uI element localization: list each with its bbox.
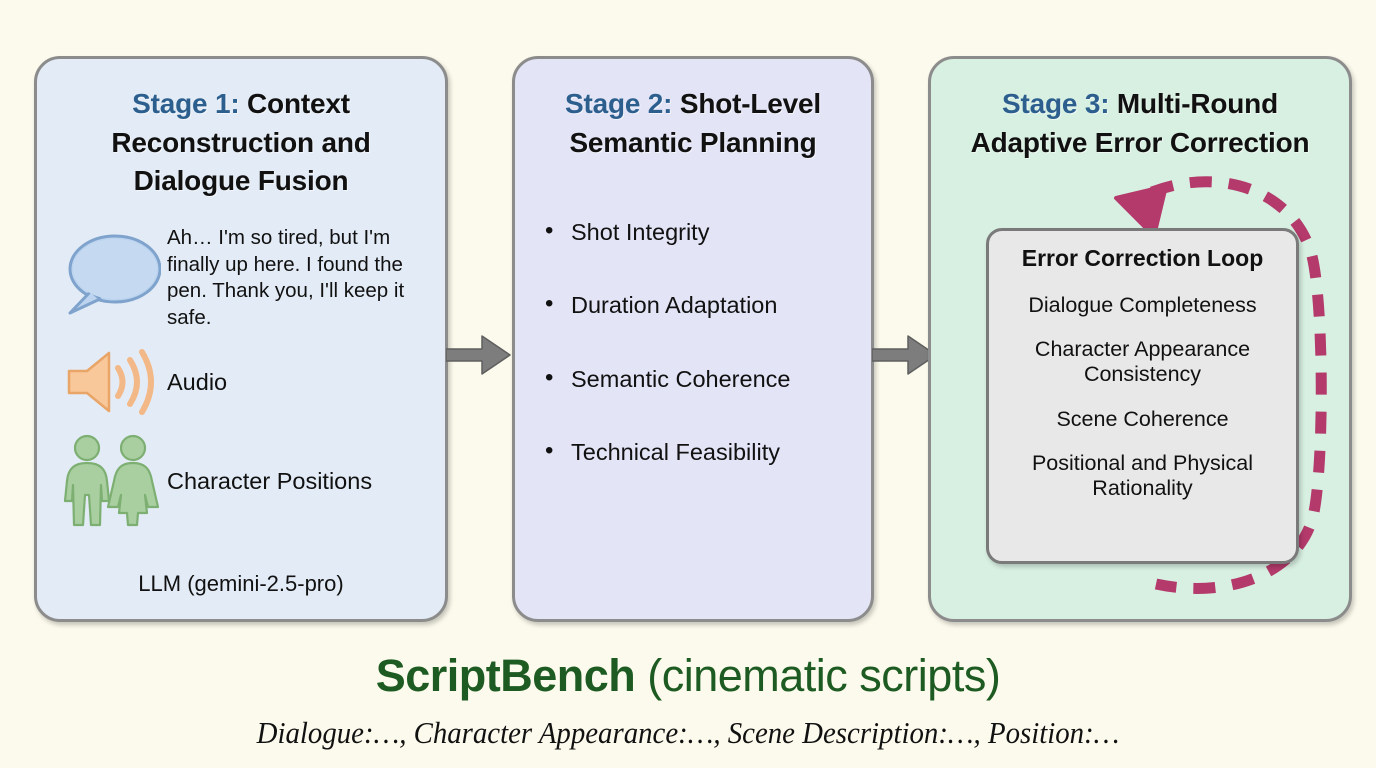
stage-1-audio-row: Audio	[55, 347, 431, 417]
loop-item-positional-physical-rationality: Positional and Physical Rationality	[1031, 451, 1254, 501]
benchmark-field-list: Dialogue:…, Character Appearance:…, Scen…	[256, 715, 1120, 750]
stage-1-title-text: Context Reconstruction and Dialogue Fusi…	[111, 88, 371, 197]
loop-item-scene-coherence: Scene Coherence	[1056, 406, 1229, 431]
stage-1-llm-label: LLM (gemini-2.5-pro)	[138, 571, 344, 596]
stage-2-bullet-duration-adaptation: Duration Adaptation	[543, 290, 855, 319]
loop-box-title: Error Correction Loop	[1021, 245, 1264, 271]
stage-2-bullet-technical-feasibility: Technical Feasibility	[543, 437, 855, 466]
stage-2-title: Stage 2: Shot-Level Semantic Planning	[533, 85, 853, 162]
stage-2-bullet-list: Shot Integrity Duration Adaptation Seman…	[515, 217, 871, 466]
stage-1-audio-label: Audio	[167, 369, 228, 396]
stage-2-panel: Stage 2: Shot-Level Semantic Planning Sh…	[512, 56, 874, 622]
stage-2-title-text: Shot-Level Semantic Planning	[569, 88, 822, 158]
stage-1-character-label: Character Positions	[167, 468, 373, 495]
benchmark-title: ScriptBench (cinematic scripts)	[0, 650, 1376, 702]
stage-3-title-text: Multi-Round Adaptive Error Correction	[970, 88, 1310, 158]
stage-1-dialogue-row: Ah… I'm so tired, but I'm finally up her…	[55, 225, 431, 332]
stage-1-rows: Ah… I'm so tired, but I'm finally up her…	[37, 225, 445, 530]
two-people-icon	[55, 433, 167, 529]
stage-1-title: Stage 1: Context Reconstruction and Dial…	[59, 85, 423, 201]
stage-2-bullet-semantic-coherence: Semantic Coherence	[543, 364, 855, 393]
stage-2-kicker: Stage 2:	[564, 88, 673, 119]
stage-1-kicker: Stage 1:	[132, 88, 240, 119]
benchmark-name: ScriptBench	[375, 650, 636, 701]
stage-3-kicker: Stage 3:	[1002, 88, 1110, 119]
speech-bubble-icon	[55, 225, 167, 321]
stage-3-title: Stage 3: Multi-Round Adaptive Error Corr…	[945, 85, 1335, 162]
stage-2-bullet-shot-integrity: Shot Integrity	[543, 217, 855, 246]
stage-1-panel: Stage 1: Context Reconstruction and Dial…	[34, 56, 448, 622]
stage-1-character-row: Character Positions	[55, 433, 431, 529]
benchmark-subtitle-parenthetical: (cinematic scripts)	[635, 650, 1001, 701]
loop-item-dialogue-completeness: Dialogue Completeness	[1028, 292, 1257, 317]
flow-arrow-stage1-to-stage2	[445, 332, 512, 378]
flow-arrow-stage2-to-stage3	[871, 332, 938, 378]
stage-1-dialogue-text: Ah… I'm so tired, but I'm finally up her…	[167, 225, 405, 329]
error-correction-loop-box: Error Correction Loop Dialogue Completen…	[986, 228, 1299, 564]
loop-item-character-appearance-consistency: Character Appearance Consistency	[1034, 336, 1251, 387]
speaker-audio-icon	[55, 347, 167, 417]
